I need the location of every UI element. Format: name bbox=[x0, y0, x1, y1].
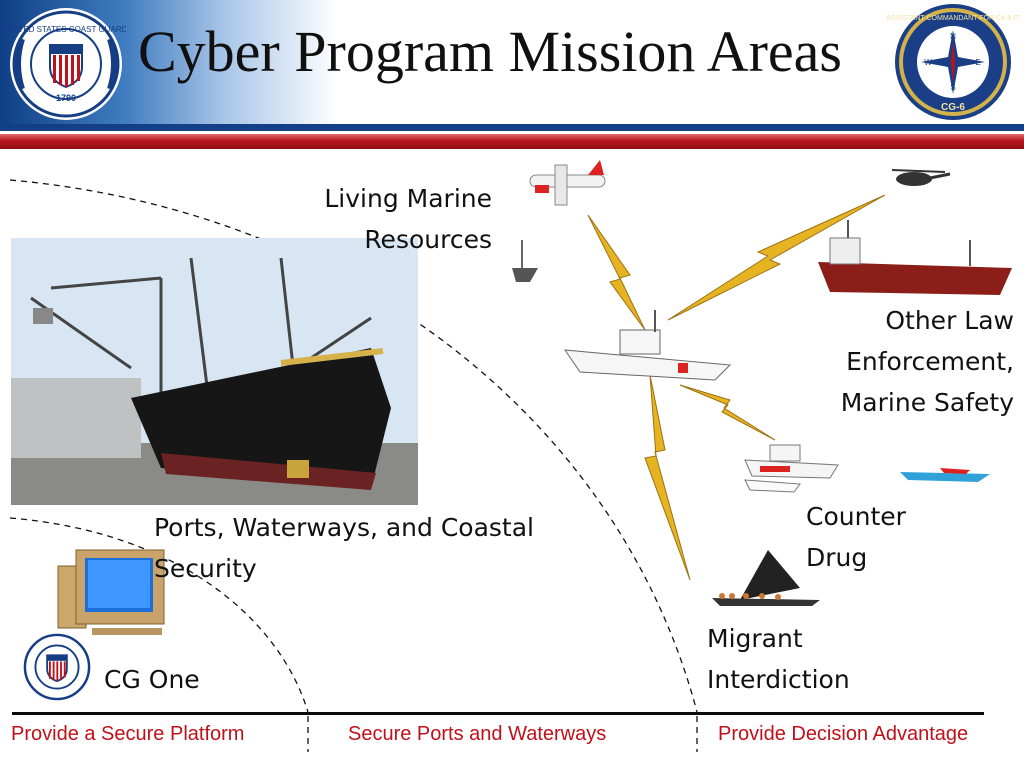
label-line: Resources bbox=[364, 225, 492, 254]
c130-aircraft-icon bbox=[529, 160, 606, 206]
helicopter-icon bbox=[891, 169, 951, 186]
small-boat-icon bbox=[512, 240, 538, 282]
header-blue-rule bbox=[0, 124, 1024, 131]
label-line: Drug bbox=[806, 543, 868, 572]
label-line: Marine Safety bbox=[840, 388, 1014, 417]
label-migrant-interdiction: Migrant Interdiction bbox=[707, 618, 907, 700]
label-living-marine-resources: Living Marine Resources bbox=[270, 178, 492, 260]
slide-title: Cyber Program Mission Areas bbox=[138, 19, 842, 84]
compass-letter-n: N bbox=[950, 32, 956, 41]
compass-letter-e: E bbox=[975, 58, 980, 67]
speedboat-icon bbox=[900, 468, 990, 482]
compass-letter-s: S bbox=[950, 83, 955, 92]
header-banner bbox=[0, 0, 1024, 124]
desktop-computer-icon bbox=[57, 549, 165, 635]
label-line: Ports, Waterways, and Coastal bbox=[154, 513, 535, 542]
label-cg-one: CG One bbox=[104, 665, 200, 694]
tanker-ship-icon bbox=[818, 220, 1012, 295]
cutter-ship-icon bbox=[563, 310, 732, 381]
label-counter-drug: Counter Drug bbox=[806, 496, 966, 578]
operations-illustration bbox=[512, 160, 1012, 606]
footer-decision-advantage: Provide Decision Advantage bbox=[718, 723, 969, 745]
left-seal-text-top: UNITED STATES COAST GUARD bbox=[6, 25, 126, 34]
label-line: Living Marine bbox=[324, 184, 492, 213]
migrant-vessel-icon bbox=[712, 550, 820, 606]
compass-letter-w: W bbox=[924, 58, 932, 67]
left-seal-year: 1790 bbox=[56, 93, 76, 103]
cg6-compass-seal-icon: ASSISTANT COMMANDANT FOR C4 & IT N E S W… bbox=[886, 4, 1020, 120]
header-red-rule bbox=[0, 134, 1024, 149]
label-line: Counter bbox=[806, 502, 906, 531]
label-line: Enforcement, bbox=[846, 347, 1014, 376]
label-ports-waterways: Ports, Waterways, and Coastal Security bbox=[154, 507, 594, 589]
right-seal-ring-text: ASSISTANT COMMANDANT FOR C4 & IT bbox=[886, 15, 1020, 22]
label-line: Other Law bbox=[885, 306, 1014, 335]
footer-secure-ports: Secure Ports and Waterways bbox=[348, 723, 607, 745]
right-seal-bottom-text: CG-6 bbox=[941, 102, 965, 113]
footer-secure-platform: Provide a Secure Platform bbox=[11, 723, 245, 745]
coast-guard-seal-icon: UNITED STATES COAST GUARD 1790 bbox=[6, 8, 126, 120]
patrol-boat-icon bbox=[744, 444, 839, 493]
lightning-link-icon bbox=[587, 194, 886, 581]
footer-divider bbox=[12, 712, 984, 715]
cargo-ship-port-photo bbox=[11, 238, 418, 505]
label-line: Security bbox=[154, 554, 257, 583]
label-other-law-enforcement: Other Law Enforcement, Marine Safety bbox=[780, 300, 1014, 423]
label-line: Interdiction bbox=[707, 665, 850, 694]
coast-guard-seal-icon bbox=[22, 632, 92, 702]
label-line: Migrant bbox=[707, 624, 803, 653]
